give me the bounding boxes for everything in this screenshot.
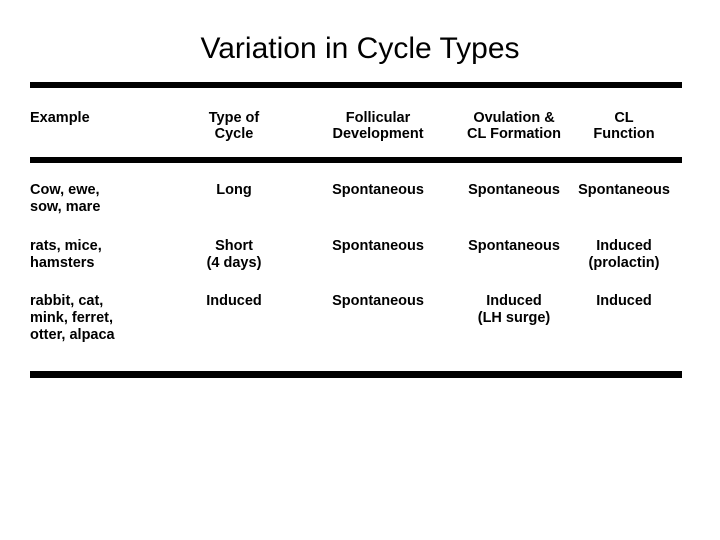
- cell-follicular-development: Spontaneous: [332, 293, 424, 309]
- cell-example: Cow, ewe, sow, mare: [30, 182, 101, 215]
- cell-example: rats, mice, hamsters: [30, 238, 102, 271]
- column-header-follicular-development: Follicular Development: [332, 110, 424, 142]
- cell-type-of-cycle: Long: [216, 182, 252, 198]
- cell-type-of-cycle: Short (4 days): [206, 238, 262, 271]
- page-title: Variation in Cycle Types: [200, 32, 520, 65]
- cell-follicular-development: Spontaneous: [332, 238, 424, 254]
- bottom-divider-rule: [30, 371, 682, 378]
- cell-cl-function: Induced (prolactin): [588, 238, 660, 271]
- cell-cl-function: Spontaneous: [578, 182, 670, 198]
- cell-follicular-development: Spontaneous: [332, 182, 424, 198]
- column-header-example: Example: [30, 110, 90, 126]
- cycle-types-table: Example Type of Cycle Follicular Develop…: [30, 0, 682, 540]
- column-header-ovulation-cl-formation: Ovulation & CL Formation: [467, 110, 561, 142]
- top-divider-rule: [30, 82, 682, 88]
- cell-ovulation-cl-formation: Spontaneous: [468, 182, 560, 198]
- column-header-type-of-cycle: Type of Cycle: [208, 110, 260, 142]
- header-divider-rule: [30, 157, 682, 163]
- cell-cl-function: Induced: [596, 293, 652, 309]
- cell-ovulation-cl-formation: Induced (LH surge): [477, 293, 551, 326]
- cell-ovulation-cl-formation: Spontaneous: [468, 238, 560, 254]
- cell-example: rabbit, cat, mink, ferret, otter, alpaca: [30, 293, 115, 343]
- cell-type-of-cycle: Induced: [206, 293, 262, 309]
- column-header-cl-function: CL Function: [593, 110, 655, 142]
